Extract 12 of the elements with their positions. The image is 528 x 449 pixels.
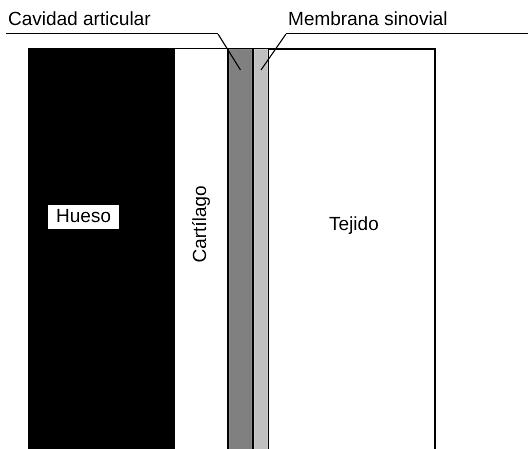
bone-band <box>28 48 174 449</box>
leader-line <box>260 34 286 70</box>
leader-label: Membrana sinovial <box>286 8 528 34</box>
cartilage-band <box>174 48 228 449</box>
joint-cavity-band <box>228 48 253 449</box>
tissue-band <box>268 48 436 449</box>
leader-line <box>218 34 241 70</box>
synovial-membrane-band <box>253 48 269 449</box>
part-label: Hueso <box>47 204 120 230</box>
leader-label: Cavidad articular <box>6 8 218 34</box>
part-label: Tejido <box>329 214 379 236</box>
part-label: Cartílago <box>190 185 212 263</box>
